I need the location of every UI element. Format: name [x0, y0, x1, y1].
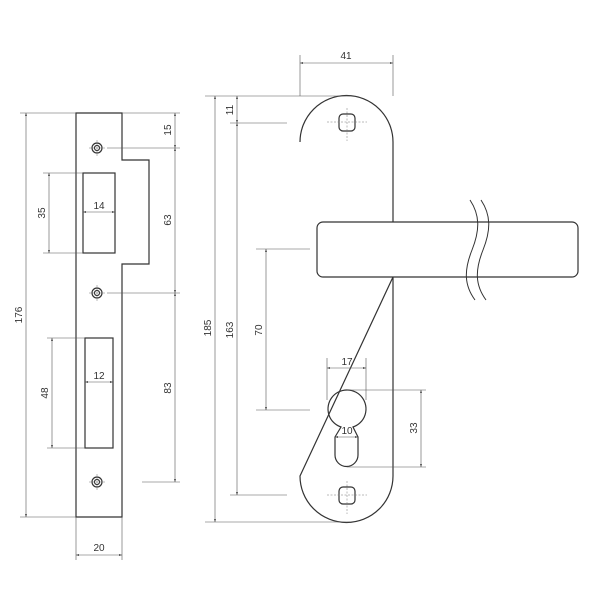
dim-12: 12: [93, 371, 105, 382]
dim-70: 70: [254, 324, 265, 336]
lever-handle: [316, 221, 579, 278]
dim-11: 11: [225, 104, 236, 115]
dim-17: 17: [341, 357, 353, 368]
dim-35: 35: [37, 207, 48, 219]
dim-185: 185: [203, 319, 214, 336]
strike-plate-outline: [75, 112, 150, 518]
dim-14: 14: [93, 201, 105, 212]
dim-176: 176: [14, 306, 25, 323]
strike-plate: 176 35 48 14 12 15 63 83 20: [14, 112, 180, 560]
screw-hole-icon: [89, 474, 105, 490]
dim-33: 33: [409, 422, 420, 434]
screw-hole-icon: [89, 285, 105, 301]
screw-hole-icon: [327, 481, 367, 514]
dim-48: 48: [40, 387, 51, 399]
screw-hole-icon: [89, 140, 105, 156]
dim-63: 63: [163, 214, 174, 226]
lower-cutout: [84, 337, 114, 449]
dim-20: 20: [93, 543, 105, 554]
dim-41: 41: [340, 51, 352, 62]
upper-cutout: [82, 172, 116, 254]
handle-plate: 41 185 11 163 70 17 10 33: [203, 51, 579, 524]
break-line-icon: [465, 199, 490, 301]
dim-10: 10: [341, 426, 353, 437]
dim-83: 83: [163, 382, 174, 394]
cylinder-cutout: [327, 389, 367, 468]
dim-15: 15: [163, 124, 174, 136]
handle-plate-outline: [299, 94, 394, 524]
dim-163: 163: [225, 321, 236, 338]
screw-hole-icon: [327, 108, 367, 141]
